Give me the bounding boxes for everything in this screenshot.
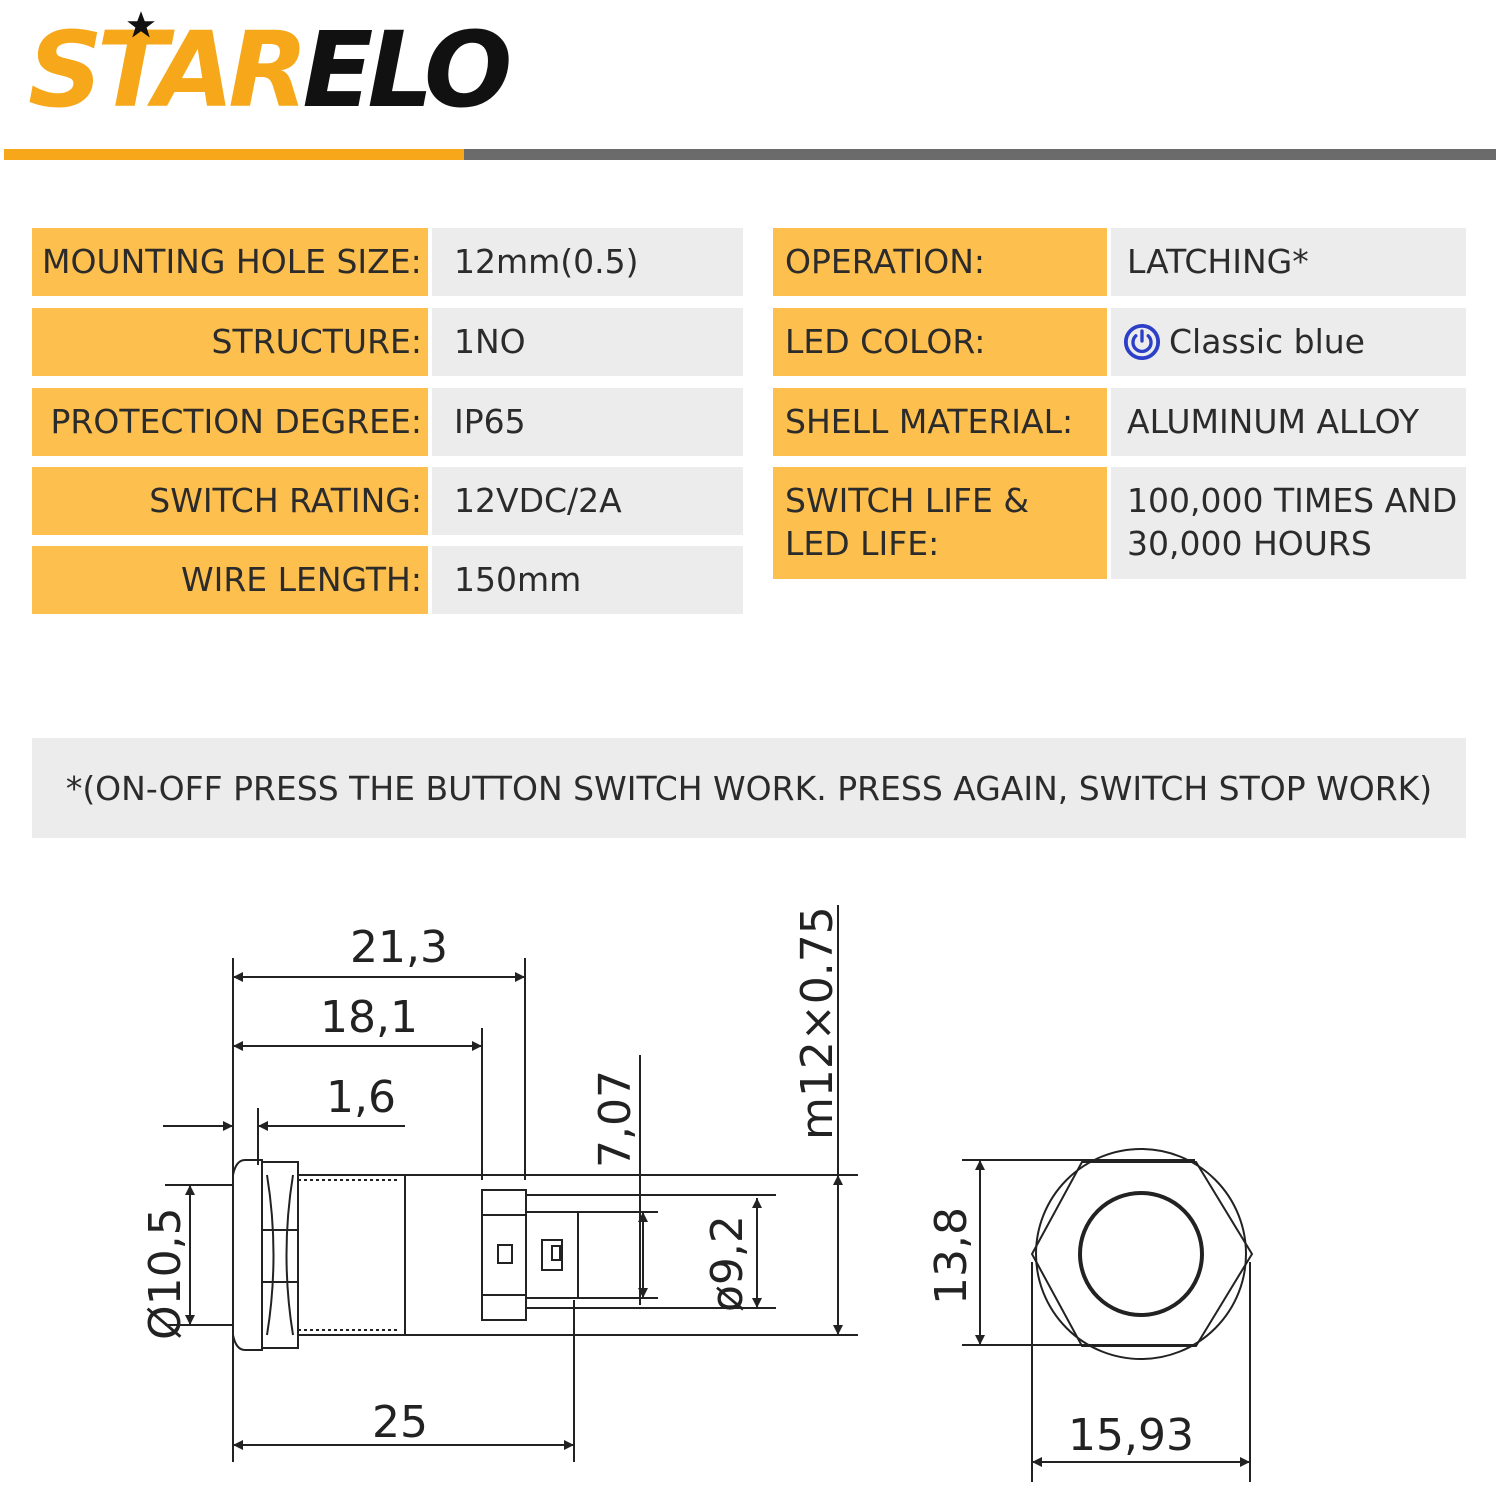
- spec-label-switch-led-life: SWITCH LIFE & LED LIFE:: [773, 467, 1107, 579]
- brand-logo-star-part: STAR: [28, 9, 308, 131]
- header-rule-orange: [4, 149, 464, 160]
- power-icon: [1123, 323, 1161, 361]
- spec-label-wire-length: WIRE LENGTH:: [32, 546, 428, 614]
- led-color-text: Classic blue: [1169, 321, 1365, 361]
- dimension-drawing: 21,3 18,1 1,6 25 15,93 Ø10,5 7,07 ø9,2 m…: [140, 905, 1254, 1482]
- brand-logo-elo-part: ELO: [302, 9, 512, 131]
- dim-body-length: 18,1: [320, 992, 418, 1043]
- dim-head-diameter: Ø10,5: [140, 1207, 191, 1340]
- dim-total-length: 25: [372, 1397, 428, 1448]
- dim-terminal-offset: 7,07: [590, 1070, 641, 1168]
- header-rule-gray: [464, 149, 1496, 160]
- dim-nut-height: 13,8: [926, 1207, 977, 1305]
- spec-label-protection-degree: PROTECTION DEGREE:: [32, 388, 428, 456]
- spec-label-operation: OPERATION:: [773, 228, 1107, 296]
- spec-value-operation: LATCHING*: [1111, 228, 1466, 296]
- dim-terminal-diameter: ø9,2: [702, 1215, 753, 1312]
- spec-value-structure: 1NO: [432, 308, 743, 376]
- brand-logo: STARELO: [28, 18, 512, 122]
- star-icon: [127, 11, 155, 38]
- dim-nut-width: 15,93: [1068, 1410, 1194, 1461]
- latching-note: *(ON-OFF PRESS THE BUTTON SWITCH WORK. P…: [32, 738, 1466, 838]
- spec-value-led-color: Classic blue: [1111, 308, 1466, 376]
- spec-label-structure: STRUCTURE:: [32, 308, 428, 376]
- spec-label-switch-rating: SWITCH RATING:: [32, 467, 428, 535]
- spec-value-protection-degree: IP65: [432, 388, 743, 456]
- spec-label-led-color: LED COLOR:: [773, 308, 1107, 376]
- spec-label-shell-material: SHELL MATERIAL:: [773, 388, 1107, 456]
- spec-value-mounting-hole-size: 12mm(0.5): [432, 228, 743, 296]
- dim-thread: m12×0.75: [792, 906, 843, 1140]
- dim-overall-length: 21,3: [350, 922, 448, 973]
- spec-value-shell-material: ALUMINUM ALLOY: [1111, 388, 1466, 456]
- spec-value-wire-length: 150mm: [432, 546, 743, 614]
- spec-value-switch-rating: 12VDC/2A: [432, 467, 743, 535]
- spec-value-switch-led-life: 100,000 TIMES AND 30,000 HOURS: [1111, 467, 1466, 579]
- dim-head-thickness: 1,6: [326, 1072, 396, 1123]
- spec-label-mounting-hole-size: MOUNTING HOLE SIZE:: [32, 228, 428, 296]
